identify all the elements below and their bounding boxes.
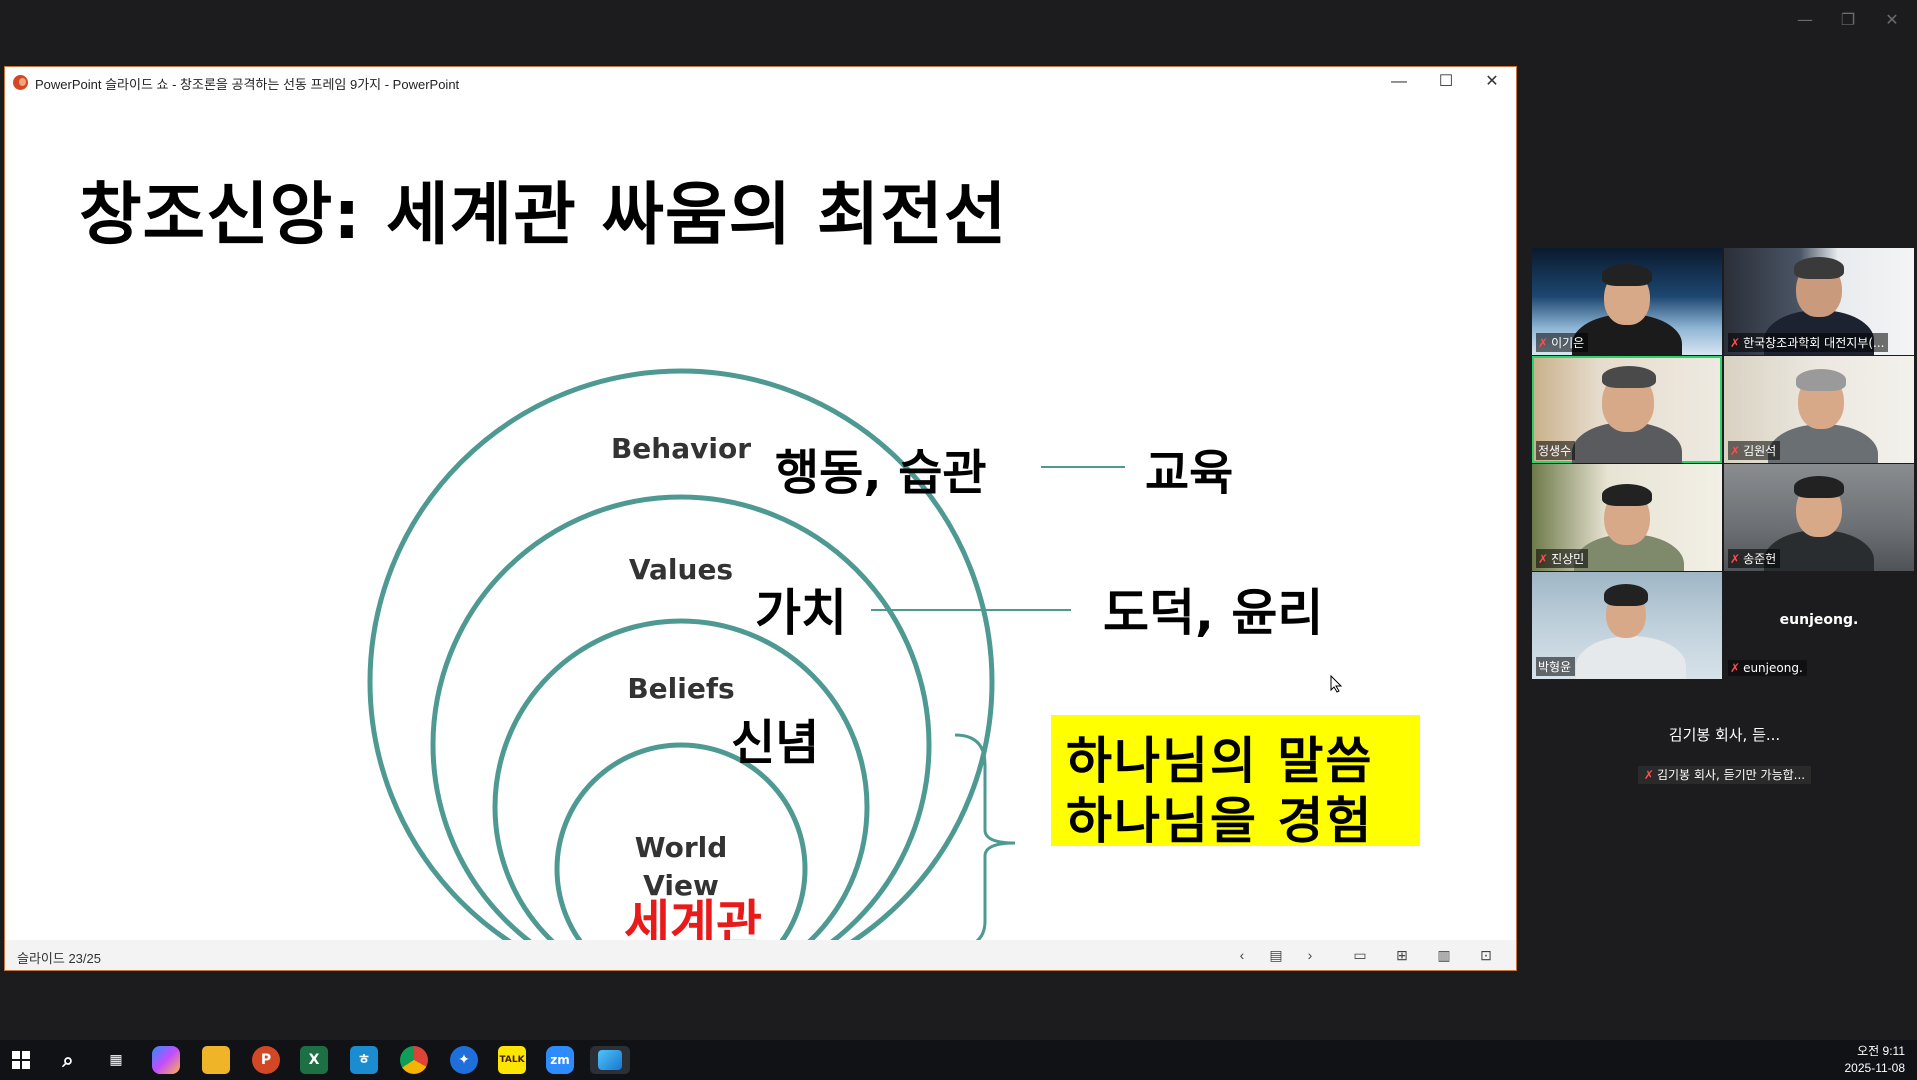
participant-name-tag: ✗한국창조과학회 대전지부(... (1728, 333, 1889, 352)
outer-minimize-icon[interactable]: — (1797, 10, 1813, 29)
outer-restore-icon[interactable]: ❐ (1840, 10, 1856, 29)
participant-hair (1602, 366, 1656, 388)
worldview-diagram: Behavior Values Beliefs World View 세계관 행… (367, 368, 1323, 940)
kakaotalk-icon[interactable]: TALK (498, 1046, 526, 1074)
participant-name-tag: ✗eunjeong. (1728, 660, 1807, 676)
maximize-button[interactable]: ☐ (1438, 73, 1454, 90)
education-label: 교육 (1145, 445, 1233, 501)
morality-label: 도덕, 윤리 (1103, 584, 1323, 642)
slide-navigator-icon[interactable]: ▤ (1269, 947, 1283, 963)
box-line-2: 하나님을 경험 (1066, 792, 1374, 850)
mic-muted-icon: ✗ (1730, 552, 1741, 566)
values-circle (430, 494, 932, 940)
powerpoint-window: PowerPoint 슬라이드 쇼 - 창조론을 공격하는 선동 프레임 9가지… (4, 66, 1517, 971)
outer-close-icon[interactable]: ✕ (1885, 10, 1899, 29)
ppt-titlebar: PowerPoint 슬라이드 쇼 - 창조론을 공격하는 선동 프레임 9가지… (5, 67, 1516, 97)
task-view-icon[interactable]: ▦ (109, 1052, 123, 1068)
beliefs-korean-label: 신념 (731, 715, 819, 771)
system-clock[interactable]: 오전 9:11 2025-11-08 (1845, 1043, 1906, 1077)
mic-muted-icon: ✗ (1538, 552, 1549, 566)
participant-name-tag: ✗김원석 (1728, 441, 1781, 460)
next-slide-button[interactable]: › (1307, 947, 1313, 963)
paint-icon[interactable] (590, 1046, 630, 1074)
chrome-icon[interactable] (400, 1046, 428, 1074)
start-icon[interactable] (7, 1046, 35, 1074)
participant-tile[interactable]: ✗이기은 (1532, 248, 1722, 355)
slide-canvas[interactable]: 창조신앙: 세계관 싸움의 최전선 Behavior Values Belief… (5, 97, 1516, 940)
audio-only-participant-tag: ✗김기봉 회사, 듣기만 가능합... (1532, 766, 1917, 784)
participant-name-tag: 박형윤 (1536, 657, 1576, 676)
box-line-1: 하나님의 말씀 (1066, 732, 1374, 790)
participant-gallery: ✗이기은 ✗한국창조과학회 대전지부(... 정생수 ✗김원석 ✗진상민 ✗송준… (1532, 248, 1917, 680)
outer-titlebar: — ❐ ✕ (0, 0, 1917, 40)
beliefs-label: Beliefs (627, 672, 734, 705)
behavior-circle (367, 368, 995, 940)
participant-hair (1794, 476, 1844, 498)
hangul-icon[interactable]: ㅎ (350, 1046, 378, 1074)
participant-hair (1604, 584, 1648, 606)
slideshow-view-icon[interactable]: ⊡ (1480, 947, 1492, 963)
participant-tile[interactable]: ✗송준헌 (1724, 464, 1914, 571)
participant-tile[interactable]: 박형윤 (1532, 572, 1722, 679)
windows-taskbar: ⌕ ▦ P X ㅎ ✦ TALK zm 오전 9:11 2025-11-08 (0, 1040, 1917, 1080)
slide-counter: 슬라이드 23/25 (17, 951, 101, 966)
worldview-korean-label: 세계관 (624, 895, 762, 940)
participant-name-tag: ✗이기은 (1536, 333, 1589, 352)
participant-name-tag: ✗진상민 (1536, 549, 1589, 568)
clock-date: 2025-11-08 (1844, 1061, 1906, 1075)
powerpoint-icon[interactable]: P (252, 1046, 280, 1074)
participant-display-name: eunjeong. (1779, 612, 1859, 628)
audio-only-participant-name: 김기봉 회사, 듣... (1668, 726, 1781, 744)
participant-tile[interactable]: ✗김원석 (1724, 356, 1914, 463)
brace-icon (954, 733, 1016, 940)
minimize-button[interactable]: — (1391, 73, 1407, 90)
participant-name-tag: 정생수 (1536, 441, 1576, 460)
worldview-circle (554, 742, 808, 940)
participant-body (1768, 424, 1878, 463)
mic-muted-icon: ✗ (1730, 444, 1741, 458)
mic-muted-icon: ✗ (1730, 336, 1741, 350)
behavior-korean-label: 행동, 습관 (775, 445, 987, 501)
close-button[interactable]: ✕ (1485, 73, 1499, 90)
mic-muted-icon: ✗ (1643, 768, 1654, 782)
window-title: PowerPoint 슬라이드 쇼 - 창조론을 공격하는 선동 프레임 9가지… (35, 77, 460, 92)
beliefs-circle (492, 618, 870, 940)
slide-sorter-icon[interactable]: ⊞ (1396, 947, 1408, 963)
participant-hair (1796, 369, 1846, 391)
worldview-label-line2: View (643, 869, 719, 902)
participant-tile-active-speaker[interactable]: 정생수 (1532, 356, 1722, 463)
participant-hair (1794, 257, 1844, 279)
mic-muted-icon: ✗ (1538, 336, 1549, 350)
mic-muted-icon: ✗ (1730, 661, 1741, 675)
file-explorer-icon[interactable] (202, 1046, 230, 1074)
remote-icon[interactable]: ✦ (450, 1046, 478, 1074)
slide-title: 창조신앙: 세계관 싸움의 최전선 (79, 176, 1008, 255)
participant-tile[interactable]: ✗한국창조과학회 대전지부(... (1724, 248, 1914, 355)
participant-name-tag: ✗송준헌 (1728, 549, 1781, 568)
participant-tile-no-video[interactable]: eunjeong. ✗eunjeong. (1724, 572, 1914, 679)
participant-hair (1602, 264, 1652, 286)
copilot-icon[interactable] (152, 1046, 180, 1074)
participant-body (1576, 636, 1686, 679)
mouse-cursor-icon (1330, 675, 1342, 693)
participant-hair (1602, 484, 1652, 506)
excel-icon[interactable]: X (300, 1046, 328, 1074)
values-korean-label: 가치 (755, 584, 847, 642)
participant-tile[interactable]: ✗진상민 (1532, 464, 1722, 571)
slideshow-statusbar: 슬라이드 23/25 ‹ ▤ › ▭ ⊞ ▥ ⊡ (5, 940, 1516, 970)
behavior-label: Behavior (611, 432, 751, 465)
word-of-god-box: 하나님의 말씀 하나님을 경험 (1051, 715, 1420, 850)
clock-time: 오전 9:11 (1857, 1044, 1905, 1058)
values-label: Values (629, 553, 733, 586)
worldview-label-line1: World (635, 831, 728, 864)
normal-view-icon[interactable]: ▭ (1353, 947, 1367, 963)
search-icon[interactable]: ⌕ (62, 1048, 74, 1072)
previous-slide-button[interactable]: ‹ (1239, 947, 1245, 963)
reading-view-icon[interactable]: ▥ (1437, 947, 1451, 963)
zoom-icon[interactable]: zm (546, 1046, 574, 1074)
powerpoint-logo-icon (13, 75, 28, 90)
